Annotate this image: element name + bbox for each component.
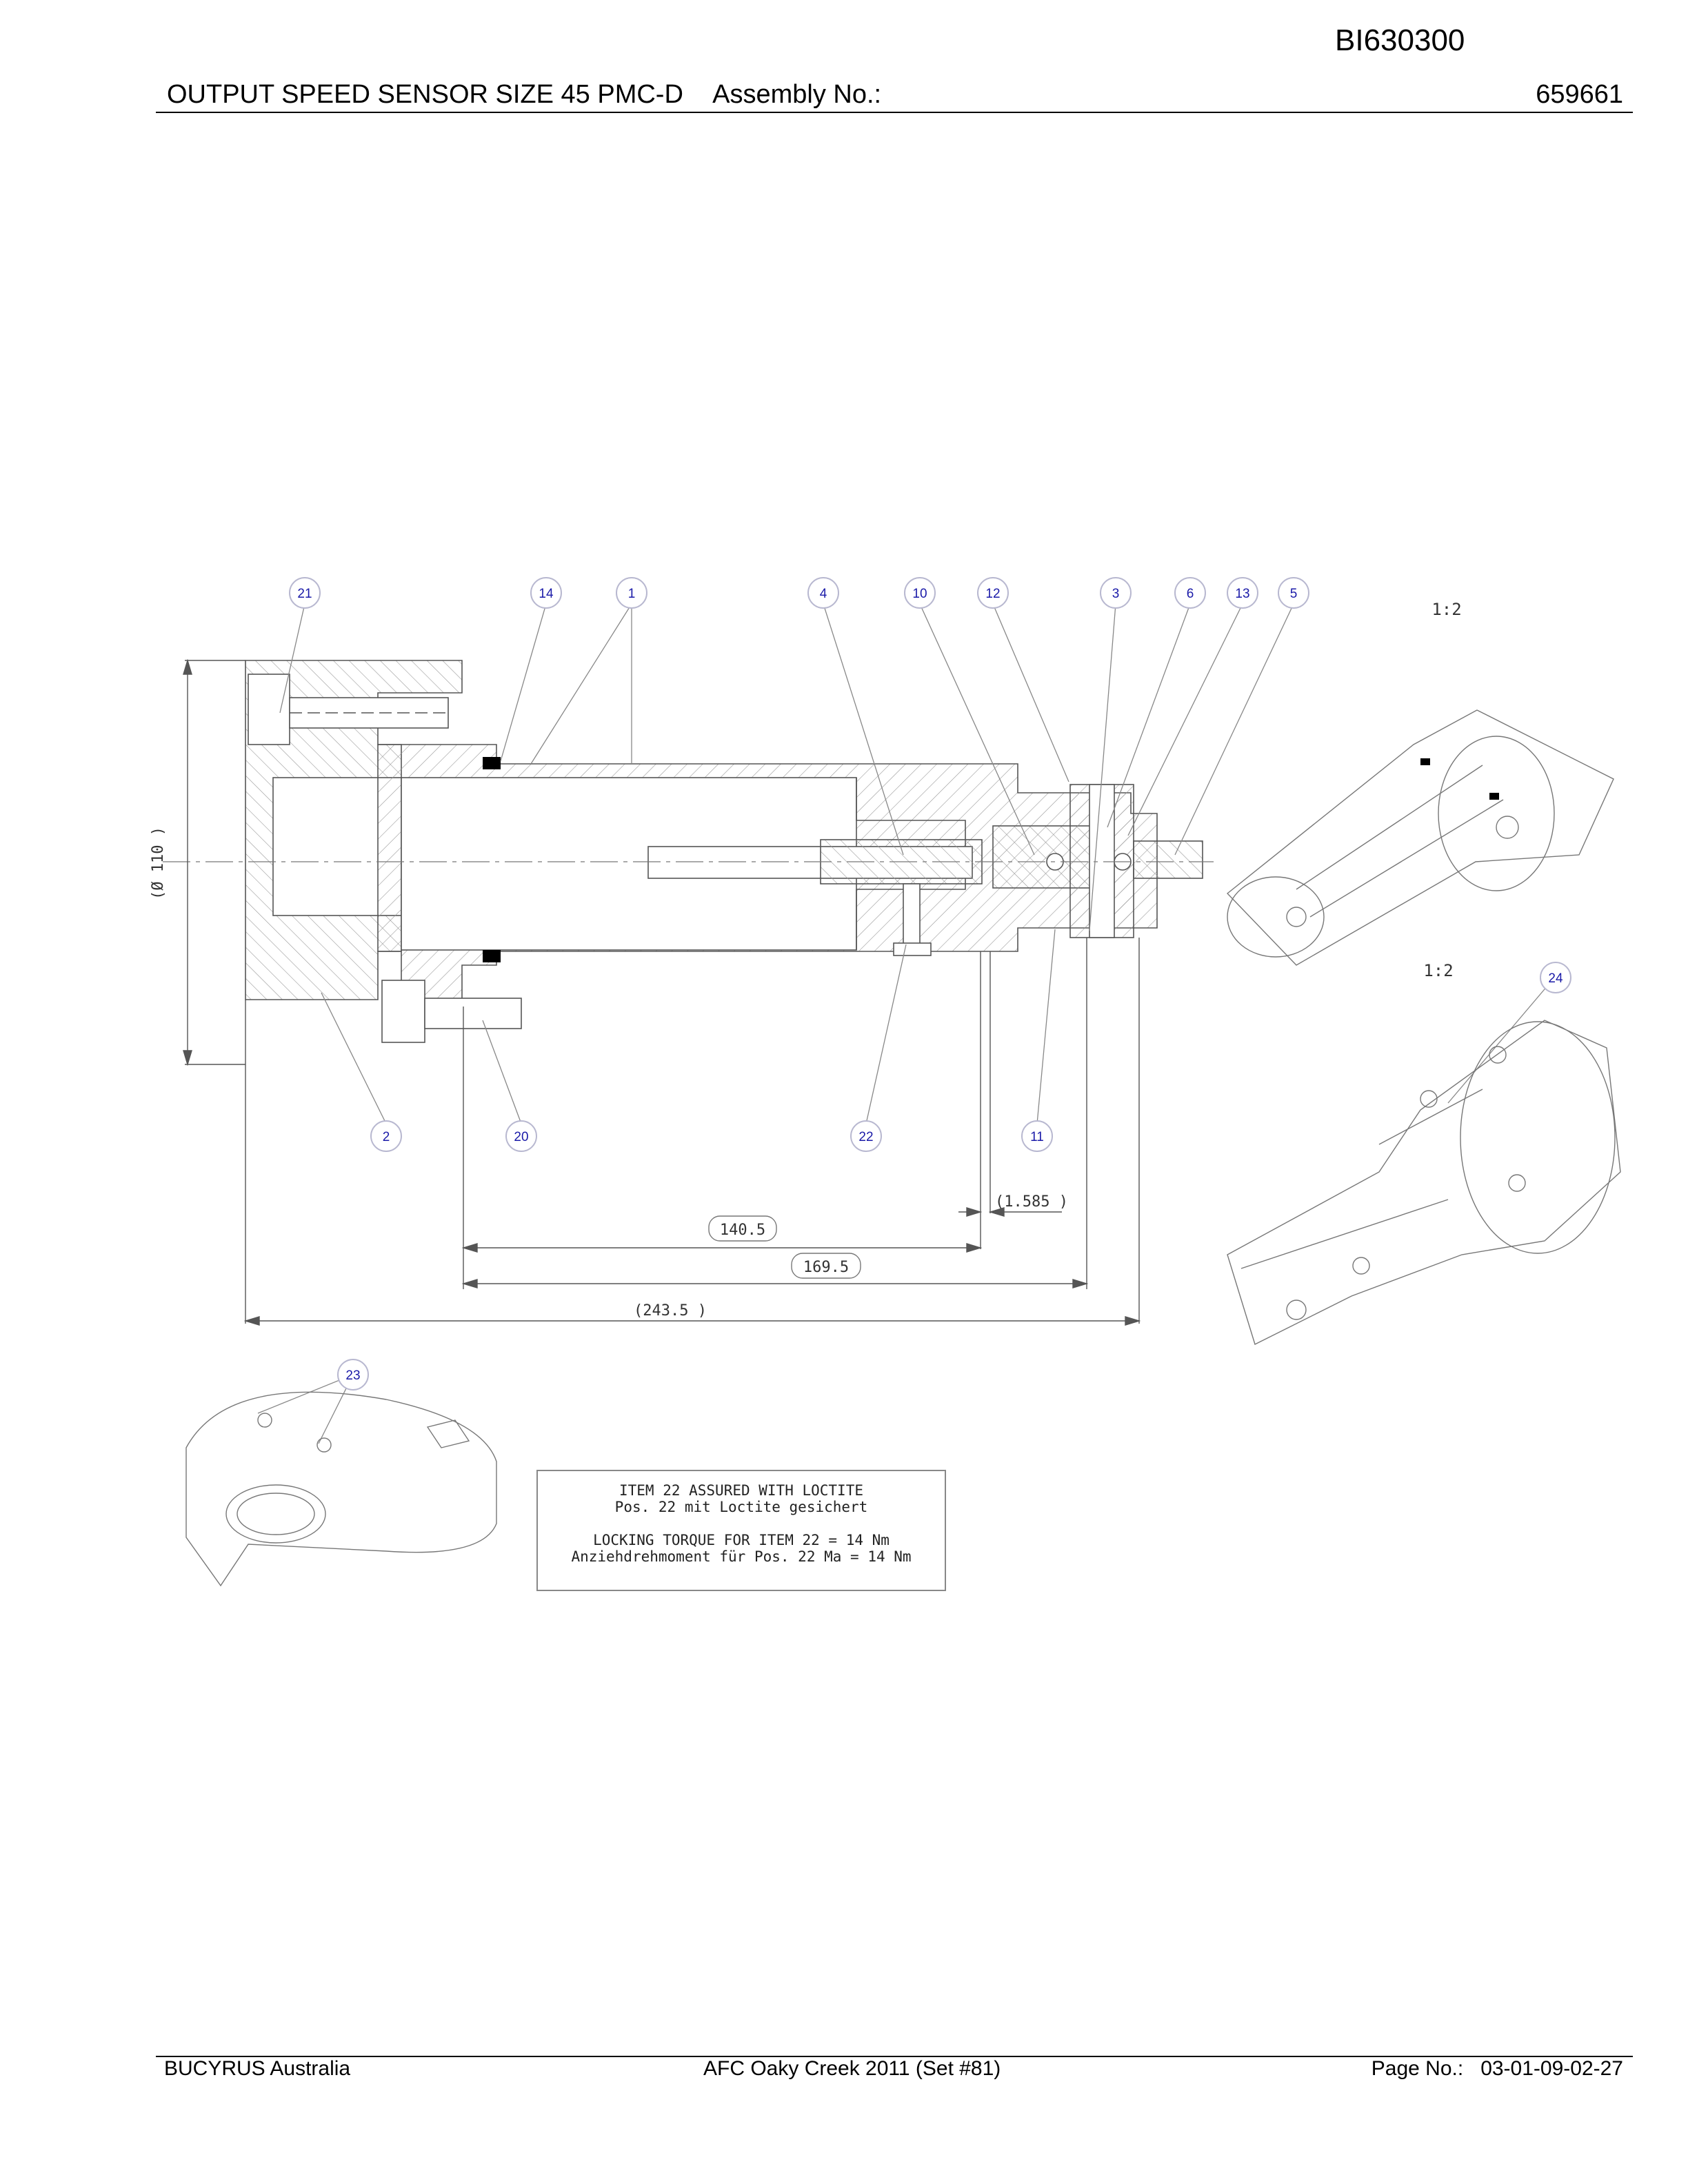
dim-diameter: (Ø 110 ) bbox=[150, 827, 167, 900]
dim-243-5: (243.5 ) bbox=[634, 1302, 707, 1320]
isometric-sensor-view bbox=[1226, 709, 1614, 966]
callout-24: 24 bbox=[1540, 962, 1571, 993]
note-line-3: LOCKING TORQUE FOR ITEM 22 = 14 Nm bbox=[593, 1532, 890, 1548]
dim-140-5: 140.5 bbox=[720, 1222, 765, 1239]
svg-text:21: 21 bbox=[297, 587, 312, 601]
dim-1585: (1.585 ) bbox=[995, 1193, 1068, 1211]
callout-5: 5 bbox=[1278, 577, 1309, 609]
scale-label-top: 1:2 bbox=[1431, 600, 1461, 619]
callout-20: 20 bbox=[505, 1120, 537, 1152]
callout-4: 4 bbox=[807, 577, 839, 609]
callout-10: 10 bbox=[904, 577, 936, 609]
note-line-4: Anziehdrehmoment für Pos. 22 Ma = 14 Nm bbox=[571, 1548, 912, 1565]
callout-11: 11 bbox=[1021, 1120, 1053, 1152]
callout-14: 14 bbox=[530, 577, 562, 609]
svg-text:5: 5 bbox=[1290, 587, 1298, 601]
svg-text:23: 23 bbox=[345, 1368, 360, 1383]
dimension-lines bbox=[183, 658, 1141, 1326]
page-number: 03-01-09-02-27 bbox=[1480, 2057, 1623, 2080]
svg-text:3: 3 bbox=[1112, 587, 1120, 601]
title-text: OUTPUT SPEED SENSOR SIZE 45 PMC-D bbox=[167, 80, 683, 109]
callout-23: 23 bbox=[337, 1359, 369, 1391]
svg-text:12: 12 bbox=[985, 587, 1000, 601]
callout-22: 22 bbox=[850, 1120, 882, 1152]
dimension-labels: (Ø 110 ) (1.585 ) 140.5 169.5 (243.5 ) 1… bbox=[150, 600, 1462, 1320]
note-line-1: ITEM 22 ASSURED WITH LOCTITE bbox=[619, 1482, 863, 1499]
header-rule bbox=[156, 112, 1633, 113]
callout-21: 21 bbox=[289, 577, 321, 609]
callout-3: 3 bbox=[1100, 577, 1132, 609]
scale-label-bottom: 1:2 bbox=[1423, 961, 1453, 980]
footer-project: AFC Oaky Creek 2011 (Set #81) bbox=[703, 2057, 1001, 2080]
footer-page: Page No.: 03-01-09-02-27 bbox=[1372, 2057, 1623, 2081]
svg-text:13: 13 bbox=[1235, 587, 1249, 601]
assembly-note: ITEM 22 ASSURED WITH LOCTITE Pos. 22 mit… bbox=[536, 1470, 946, 1591]
svg-text:4: 4 bbox=[820, 587, 827, 601]
svg-text:2: 2 bbox=[383, 1130, 390, 1144]
callout-1: 1 bbox=[616, 577, 647, 609]
svg-text:24: 24 bbox=[1548, 971, 1563, 986]
document-number: BI630300 bbox=[1335, 23, 1465, 57]
page-title: OUTPUT SPEED SENSOR SIZE 45 PMC-D Assemb… bbox=[167, 80, 881, 110]
footer-rule bbox=[156, 2056, 1633, 2057]
callout-6: 6 bbox=[1174, 577, 1206, 609]
isometric-flange-view bbox=[185, 1391, 497, 1587]
isometric-housing-view bbox=[1227, 1020, 1621, 1345]
section-view bbox=[163, 660, 1214, 1043]
callout-2: 2 bbox=[370, 1120, 402, 1152]
dim-169-5: 169.5 bbox=[803, 1259, 849, 1276]
note-line-2: Pos. 22 mit Loctite gesichert bbox=[614, 1499, 868, 1515]
svg-text:10: 10 bbox=[912, 587, 927, 601]
leader-lines bbox=[257, 603, 1556, 1444]
svg-text:11: 11 bbox=[1030, 1130, 1044, 1144]
svg-text:14: 14 bbox=[539, 587, 554, 601]
svg-text:20: 20 bbox=[514, 1130, 528, 1144]
page-label: Page No.: bbox=[1371, 2057, 1464, 2080]
callout-13: 13 bbox=[1227, 577, 1258, 609]
assembly-number: 659661 bbox=[1536, 80, 1623, 109]
svg-text:6: 6 bbox=[1187, 587, 1194, 601]
assembly-label: Assembly No.: bbox=[712, 80, 882, 109]
footer-company: BUCYRUS Australia bbox=[164, 2057, 351, 2080]
svg-text:1: 1 bbox=[628, 587, 636, 601]
svg-text:22: 22 bbox=[858, 1130, 873, 1144]
callout-12: 12 bbox=[977, 577, 1009, 609]
